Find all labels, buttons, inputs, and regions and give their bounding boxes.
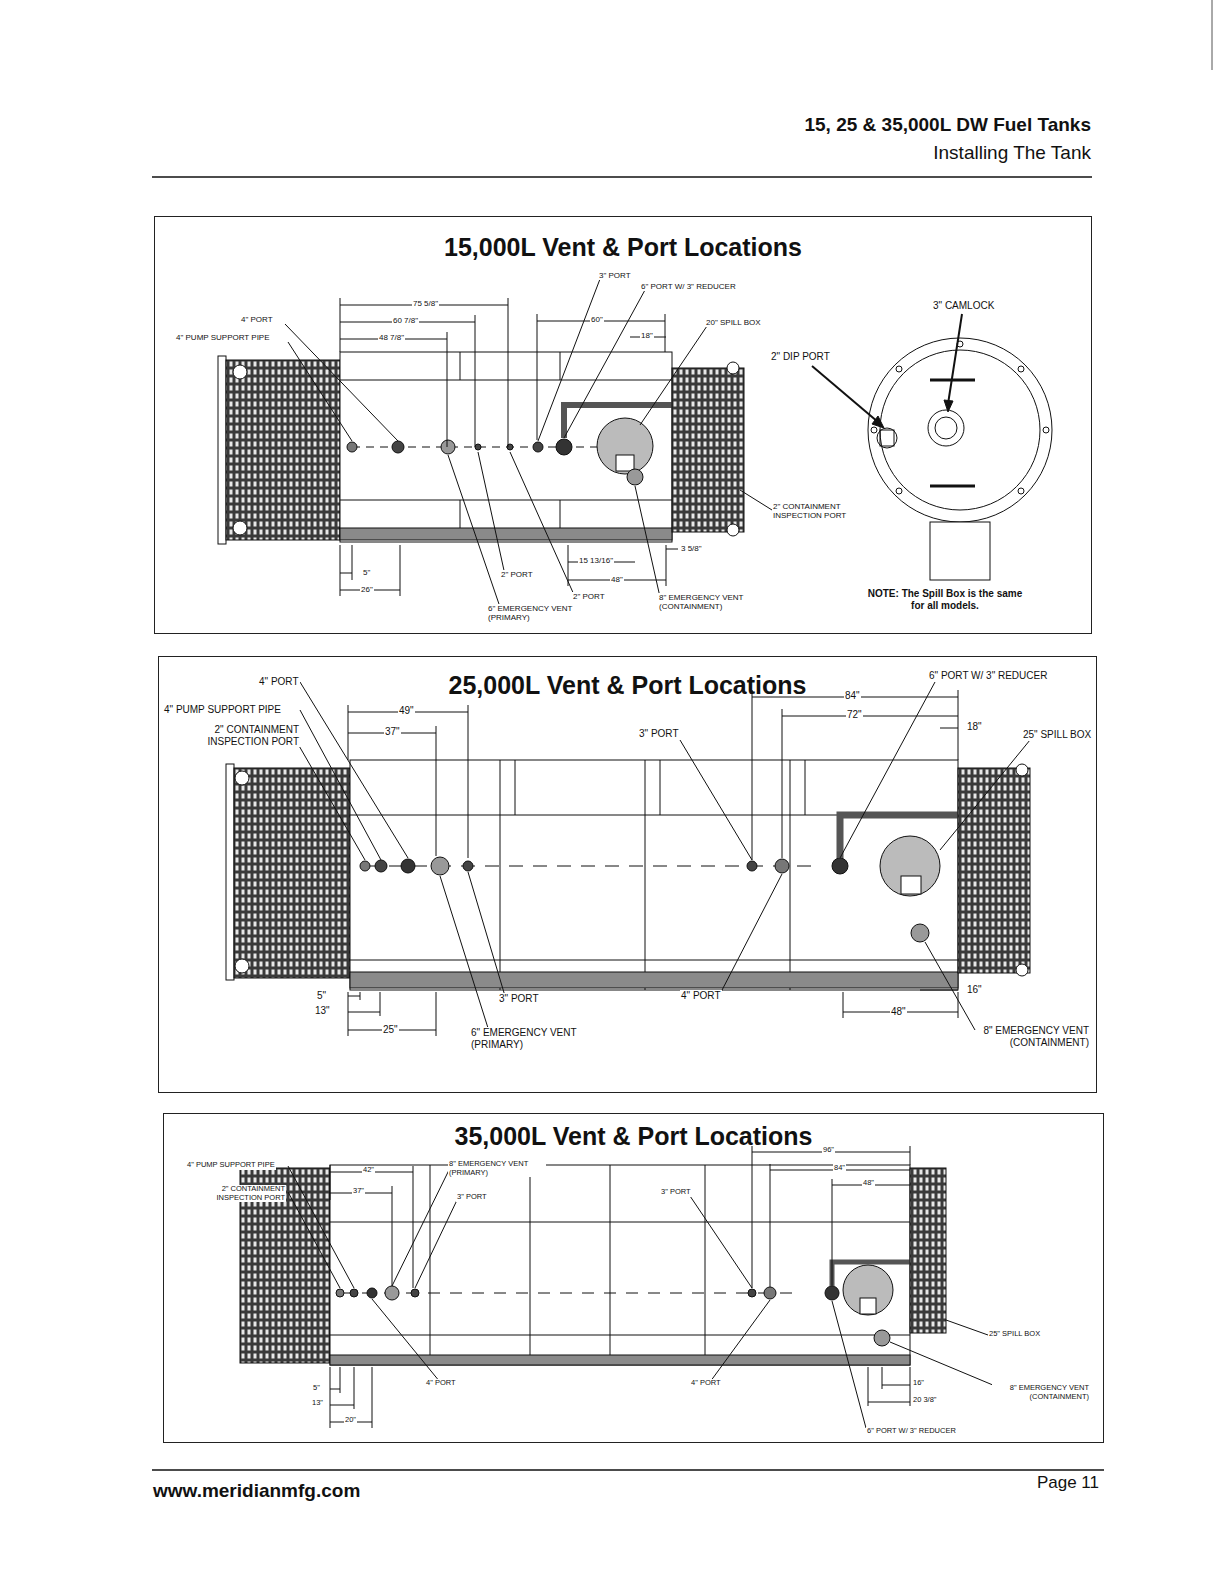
callout-label: NOTE: The Spill Box is the same for all … xyxy=(859,588,1031,611)
callout-label: www.meridianmfg.com xyxy=(152,1480,361,1502)
callout-label: 3" PORT xyxy=(456,1193,488,1202)
callout-label: 2" DIP PORT xyxy=(770,351,831,363)
callout-label: 2" PORT xyxy=(572,592,606,601)
callout-label: 6" EMERGENCY VENT (PRIMARY) xyxy=(470,1027,600,1050)
callout-label: 48 7/8" xyxy=(378,333,405,342)
drawing-panel: 25,000L Vent & Port Locations xyxy=(158,656,1097,1093)
drawing-panel: 35,000L Vent & Port Locations xyxy=(163,1113,1104,1443)
callout-label: 2" PORT xyxy=(500,570,534,579)
callout-label: 4" PUMP SUPPORT PIPE xyxy=(163,704,282,716)
callout-label: 48" xyxy=(890,1006,907,1018)
callout-label: 2" CONTAINMENT INSPECTION PORT xyxy=(200,1185,286,1202)
callout-label: 25" SPILL BOX xyxy=(988,1330,1041,1339)
callout-label: 4" PORT xyxy=(258,676,300,688)
callout-label: 60" xyxy=(590,315,604,324)
callout-label: 5" xyxy=(362,568,371,577)
panel-title: 35,000L Vent & Port Locations xyxy=(164,1122,1103,1151)
callout-label: 8" EMERGENCY VENT (PRIMARY) xyxy=(448,1160,546,1177)
callout-label: 72" xyxy=(846,709,863,721)
callout-label: 5" xyxy=(312,1384,321,1393)
callout-label: 16" xyxy=(966,984,983,996)
callout-label: 8" EMERGENCY VENT (CONTAINMENT) xyxy=(658,593,764,611)
callout-label: 75 5/8" xyxy=(412,299,439,308)
callout-label: 5" xyxy=(316,990,327,1002)
callout-label: 3" PORT xyxy=(660,1188,692,1197)
callout-label: 15 13/16" xyxy=(578,556,614,565)
callout-label: 13" xyxy=(311,1399,324,1408)
callout-label: 60 7/8" xyxy=(392,316,419,325)
callout-label: 6" PORT W/ 3" REDUCER xyxy=(928,670,1048,682)
callout-label: 48" xyxy=(862,1179,875,1188)
callout-label: 4" PORT xyxy=(240,315,274,324)
callout-label: Page 11 xyxy=(1036,1473,1100,1493)
callout-label: 18" xyxy=(966,721,983,733)
callout-label: 84" xyxy=(833,1164,846,1173)
callout-label: 48" xyxy=(610,575,624,584)
callout-label: 2" CONTAINMENT INSPECTION PORT xyxy=(186,724,300,747)
callout-label: 16" xyxy=(912,1379,925,1388)
callout-label: 96" xyxy=(822,1146,835,1155)
callout-label: 20" SPILL BOX xyxy=(705,318,762,327)
callout-label: 25" SPILL BOX xyxy=(1022,729,1092,741)
callout-label: 3" CAMLOCK xyxy=(932,300,995,312)
callout-label: 4" PORT xyxy=(690,1379,722,1388)
callout-label: Installing The Tank xyxy=(932,142,1092,164)
callout-label: 3" PORT xyxy=(638,728,680,740)
callout-label: 25" xyxy=(382,1024,399,1036)
callout-label: 13" xyxy=(314,1005,331,1017)
callout-label: 4" PORT xyxy=(680,990,722,1002)
callout-label: 4" PUMP SUPPORT PIPE xyxy=(175,333,271,342)
callout-label: 37" xyxy=(352,1187,365,1196)
callout-label: 37" xyxy=(384,726,401,738)
callout-label: 18" xyxy=(640,331,654,340)
callout-label: 4" PORT xyxy=(425,1379,457,1388)
callout-label: 6" PORT W/ 3" REDUCER xyxy=(866,1427,957,1436)
panel-title: 15,000L Vent & Port Locations xyxy=(155,233,1091,262)
callout-label: 3" PORT xyxy=(498,993,540,1005)
callout-label: 84" xyxy=(844,690,861,702)
callout-label: 20 3/8" xyxy=(912,1396,938,1405)
callout-label: 8" EMERGENCY VENT (CONTAINMENT) xyxy=(992,1384,1090,1401)
callout-label: 6" PORT W/ 3" REDUCER xyxy=(640,282,737,291)
callout-label: 42" xyxy=(362,1166,375,1175)
callout-label: 3 5/8" xyxy=(680,544,703,553)
callout-label: 6" EMERGENCY VENT (PRIMARY) xyxy=(487,604,585,622)
page-title: 15, 25 & 35,000L DW Fuel Tanks xyxy=(803,114,1092,136)
callout-label: 8" EMERGENCY VENT (CONTAINMENT) xyxy=(976,1025,1090,1048)
callout-label: 20" xyxy=(344,1416,357,1425)
callout-label: 4" PUMP SUPPORT PIPE xyxy=(186,1161,276,1170)
callout-label: 3" PORT xyxy=(598,271,632,280)
callout-label: 26" xyxy=(360,585,374,594)
callout-label: 49" xyxy=(398,705,415,717)
callout-label: 2" CONTAINMENT INSPECTION PORT xyxy=(772,502,886,520)
